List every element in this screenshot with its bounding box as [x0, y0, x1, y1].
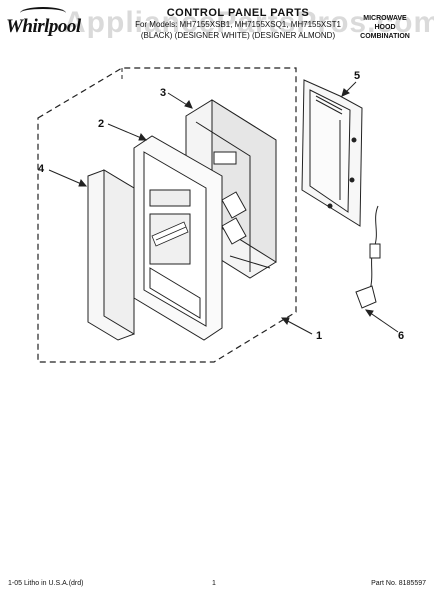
footer-page-number: 1	[212, 580, 216, 587]
assembly-outline	[37, 67, 297, 363]
control-panel-frame	[133, 135, 223, 341]
product-type: MICROWAVE HOOD COMBINATION	[350, 14, 420, 41]
wire-harness	[355, 205, 381, 309]
circuit-board	[301, 79, 363, 227]
product-type-line-1: MICROWAVE	[363, 15, 407, 22]
callout-4: 4	[38, 163, 45, 175]
control-overlay	[87, 169, 135, 341]
footer-litho: 1-05 Litho in U.S.A.(drd)	[8, 580, 84, 587]
footer-part-number: Part No. 8185597	[371, 580, 426, 587]
callout-5: 5	[354, 70, 361, 82]
watermark-text: AppliancePartsPros.com	[64, 6, 434, 39]
leader-lines	[48, 81, 399, 335]
color-list: (BLACK) (DESIGNER WHITE) (DESIGNER ALMON…	[140, 31, 336, 40]
page-title: CONTROL PANEL PARTS	[166, 7, 310, 19]
callout-6: 6	[398, 330, 405, 342]
callout-3: 3	[160, 87, 167, 99]
product-type-line-2: HOOD	[374, 24, 396, 31]
title-block: CONTROL PANEL PARTS For Models: MH7155XS…	[118, 8, 358, 41]
whirlpool-logo: Whirlpool	[6, 7, 81, 38]
model-list: For Models: MH7155XSB1, MH7155XSQ1, MH71…	[135, 20, 341, 29]
product-type-line-3: COMBINATION	[360, 33, 410, 40]
callout-1: 1	[316, 330, 323, 342]
callout-2: 2	[98, 118, 105, 130]
logo-swoosh-icon	[20, 7, 66, 19]
ribbon-cable	[151, 221, 189, 247]
brand-name: Whirlpool	[6, 16, 81, 37]
